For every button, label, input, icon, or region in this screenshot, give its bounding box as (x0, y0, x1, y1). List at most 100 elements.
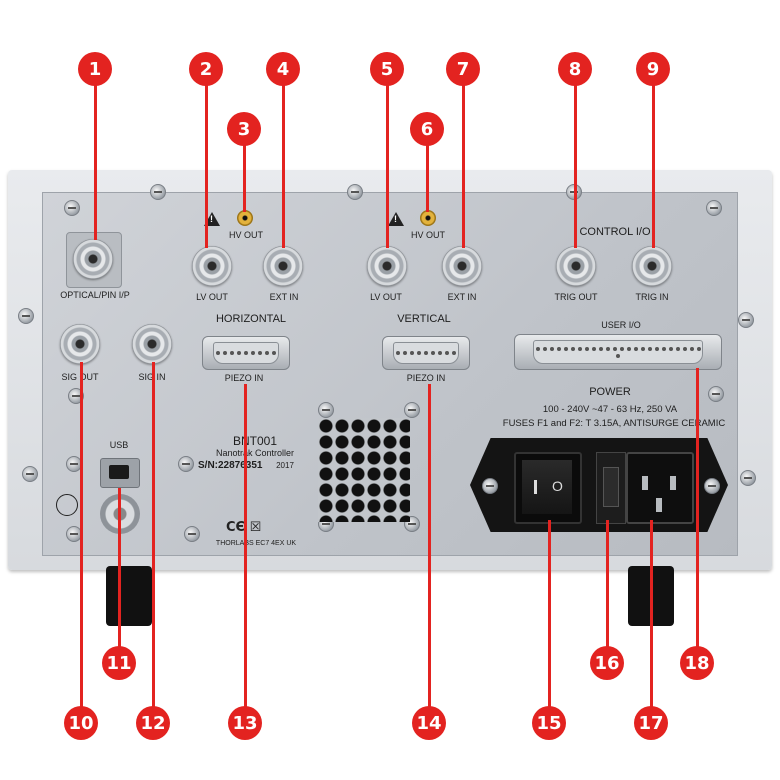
callout-4: 4 (266, 52, 300, 86)
screw (18, 308, 34, 324)
screw (740, 470, 756, 486)
trig-out-connector[interactable] (556, 246, 596, 286)
callout-leader (282, 70, 285, 248)
callout-leader (205, 70, 208, 248)
screw (64, 200, 80, 216)
callout-leader (696, 368, 699, 654)
callout-leader (80, 362, 83, 714)
usb-port[interactable] (100, 458, 140, 488)
sig-out-connector[interactable] (60, 324, 100, 364)
lv-out-horizontal-connector[interactable] (192, 246, 232, 286)
lv-out-horizontal-label: LV OUT (196, 292, 228, 302)
callout-17: 17 (634, 706, 668, 740)
fuse-rating: FUSES F1 and F2: T 3.15A, ANTISURGE CERA… (502, 418, 726, 429)
callout-6: 6 (410, 112, 444, 146)
sig-in-connector[interactable] (132, 324, 172, 364)
user-io-label: USER I/O (601, 320, 641, 330)
screw (482, 478, 498, 494)
callout-8: 8 (558, 52, 592, 86)
power-on-mark-icon (534, 480, 537, 494)
screw (706, 200, 722, 216)
callout-leader (94, 70, 97, 240)
screw (22, 466, 38, 482)
callout-9: 9 (636, 52, 670, 86)
callout-10: 10 (64, 706, 98, 740)
callout-leader (244, 384, 247, 714)
maker-label: THORLABS EC7 4EX UK (215, 540, 297, 547)
screw (704, 478, 720, 494)
inlet-pin (670, 476, 676, 490)
power-title: POWER (589, 386, 631, 398)
power-switch[interactable]: O (514, 452, 582, 524)
screw (318, 402, 334, 418)
callout-5: 5 (370, 52, 404, 86)
lv-out-vertical-connector[interactable] (367, 246, 407, 286)
power-rating: 100 - 240V ~47 - 63 Hz, 250 VA (542, 404, 678, 415)
hv-warning-icon (204, 212, 220, 226)
user-io-connector[interactable] (514, 334, 722, 370)
trig-in-connector[interactable] (632, 246, 672, 286)
inlet-pin (656, 498, 662, 512)
callout-14: 14 (412, 706, 446, 740)
callout-leader (152, 362, 155, 714)
piezo-in-vertical-connector[interactable] (382, 336, 470, 370)
model-name: BNT001 (232, 434, 278, 448)
callout-leader (426, 130, 429, 212)
callout-leader (462, 70, 465, 248)
iec-power-inlet[interactable] (626, 452, 694, 524)
callout-leader (386, 70, 389, 248)
screw (66, 456, 82, 472)
callout-15: 15 (532, 706, 566, 740)
callout-leader (574, 70, 577, 248)
piezo-in-horizontal-label: PIEZO IN (224, 373, 264, 383)
screw (708, 386, 724, 402)
callout-leader (118, 488, 121, 654)
serial-number: S/N:22876351 (198, 460, 263, 471)
callout-13: 13 (228, 706, 262, 740)
dsub-pins (533, 340, 703, 364)
piezo-in-horizontal-connector[interactable] (202, 336, 290, 370)
callout-leader (606, 520, 609, 654)
vertical-label: VERTICAL (397, 313, 451, 325)
trig-out-label: TRIG OUT (554, 292, 598, 302)
sig-in-label: SIG IN (138, 372, 166, 382)
screw (347, 184, 363, 200)
optical-pin-input-connector[interactable] (73, 239, 113, 279)
ce-mark-icon: CЄ ☒ (226, 520, 262, 535)
fuse-holder[interactable] (596, 452, 626, 524)
sig-out-label: SIG OUT (61, 372, 99, 382)
callout-12: 12 (136, 706, 170, 740)
callout-2: 2 (189, 52, 223, 86)
optical-pin-label: OPTICAL/PIN I/P (60, 290, 130, 300)
callout-leader (243, 130, 246, 212)
trig-in-label: TRIG IN (635, 292, 669, 302)
hv-out-horizontal-connector[interactable] (237, 210, 253, 226)
lv-out-vertical-label: LV OUT (370, 292, 402, 302)
dsub-pins (213, 342, 279, 364)
ground-symbol-icon (56, 494, 78, 516)
inlet-pin (642, 476, 648, 490)
hv-out-vertical-connector[interactable] (420, 210, 436, 226)
callout-18: 18 (680, 646, 714, 680)
screw (184, 526, 200, 542)
callout-3: 3 (227, 112, 261, 146)
ext-in-horizontal-label: EXT IN (269, 292, 299, 302)
fan-vent-grille (318, 418, 410, 522)
ext-in-horizontal-connector[interactable] (263, 246, 303, 286)
piezo-in-vertical-label: PIEZO IN (406, 373, 446, 383)
ext-in-vertical-connector[interactable] (442, 246, 482, 286)
callout-11: 11 (102, 646, 136, 680)
power-off-mark: O (552, 478, 563, 494)
hv-out-horizontal-label: HV OUT (228, 230, 263, 240)
ext-in-vertical-label: EXT IN (447, 292, 477, 302)
hv-out-vertical-label: HV OUT (410, 230, 445, 240)
usb-label: USB (109, 440, 129, 450)
callout-7: 7 (446, 52, 480, 86)
callout-leader (652, 70, 655, 248)
dsub-pins (393, 342, 459, 364)
callout-leader (548, 520, 551, 714)
callout-leader (650, 520, 653, 714)
screw (178, 456, 194, 472)
callout-1: 1 (78, 52, 112, 86)
rubber-foot-left (106, 566, 152, 626)
